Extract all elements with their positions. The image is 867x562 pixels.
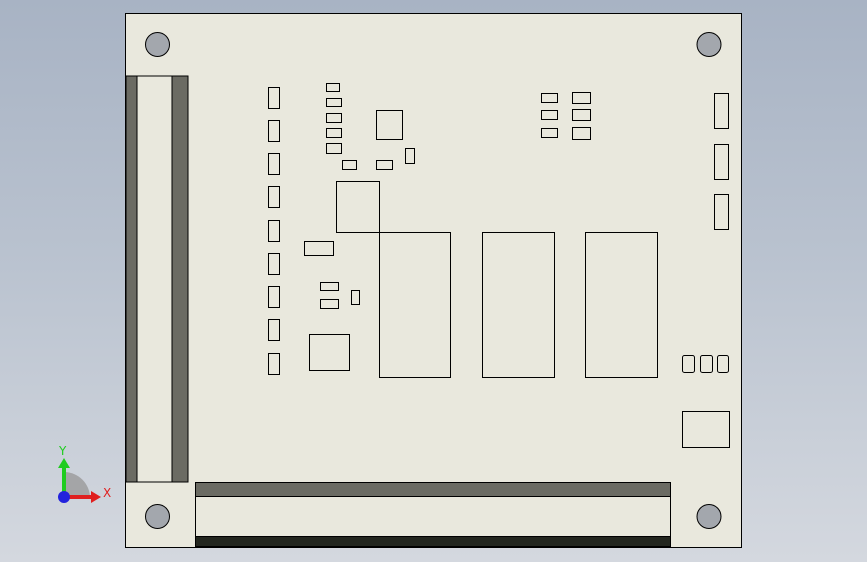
resistor (326, 98, 342, 107)
resistor (326, 83, 340, 92)
processor-chip (336, 181, 380, 233)
mounting-hole-top-right (696, 32, 722, 57)
capacitor (268, 87, 280, 109)
mounting-holes (145, 32, 722, 529)
resistor (326, 113, 342, 123)
memory-chips (379, 232, 658, 378)
mounting-hole-bottom-left (145, 504, 170, 529)
right-connector-3 (714, 194, 729, 230)
bottom-header-connector (195, 482, 671, 547)
resistor (326, 128, 342, 138)
right-connector-1 (714, 93, 729, 129)
memory-chip-2 (482, 232, 555, 378)
regulator-chip (309, 334, 350, 371)
resistor (572, 92, 591, 104)
resistor (326, 143, 342, 154)
bottom-right-chip (682, 411, 730, 448)
triad-x-arrow-icon (91, 491, 101, 503)
top-resistor-stack (326, 83, 415, 170)
bottom-header-rail-bottom (195, 536, 671, 547)
middle-small-parts (304, 241, 360, 371)
small-ic (376, 110, 403, 140)
triad-y-label: Y (58, 444, 67, 458)
led (700, 355, 713, 373)
led (717, 355, 729, 373)
led (682, 355, 695, 373)
mounting-hole-bottom-right (696, 504, 722, 529)
diode (351, 290, 360, 305)
capacitor (268, 319, 280, 341)
coordinate-triad[interactable]: Y X (58, 444, 111, 503)
memory-chip-1 (379, 232, 451, 378)
left-header-rail-inner (171, 75, 189, 483)
capacitor (268, 220, 280, 242)
top-right-resistor-array (541, 92, 591, 140)
resistor (320, 299, 339, 309)
resistor (541, 128, 558, 138)
bottom-header-rail-top (195, 482, 671, 497)
right-connector-2 (714, 144, 729, 180)
capacitor (268, 253, 280, 275)
bottom-right-leds (682, 355, 729, 373)
left-header-rail-outer (125, 75, 138, 483)
capacitor (268, 186, 280, 208)
capacitor (268, 120, 280, 142)
resistor (572, 109, 591, 121)
resistor (342, 160, 357, 170)
right-connectors (714, 93, 729, 230)
capacitor (268, 286, 280, 308)
triad-rotation-arc (64, 472, 90, 498)
resistor (541, 110, 558, 120)
triad-y-arrow-icon (58, 458, 70, 468)
left-header-connector (125, 75, 189, 483)
mounting-hole-top-left (145, 32, 170, 57)
triad-x-label: X (103, 486, 111, 500)
capacitor (268, 353, 280, 375)
resistor (572, 127, 591, 140)
diode (405, 148, 415, 164)
resistor (376, 160, 393, 170)
resistor (541, 93, 558, 103)
capacitor (268, 153, 280, 175)
memory-chip-3 (585, 232, 658, 378)
crystal (304, 241, 334, 256)
pcb-board (125, 13, 742, 548)
triad-z-axis-dot (58, 491, 70, 503)
left-capacitor-column (268, 87, 280, 375)
resistor (320, 282, 339, 291)
